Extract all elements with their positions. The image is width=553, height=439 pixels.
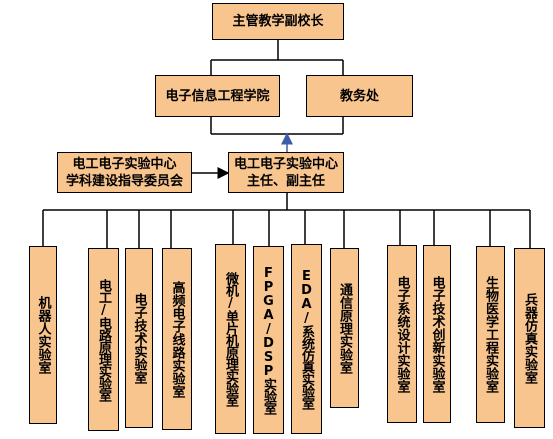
lab-innovation: 电子技术创新实验室 — [423, 245, 451, 423]
lab-label: 微机/单片机原理实验室 — [223, 272, 238, 406]
lab-label: 电子系统设计实验室 — [394, 275, 410, 393]
lab-biomedical: 生物医学工程实验室 — [476, 246, 505, 423]
lab-label: FPGA/DSP实验室 — [261, 266, 276, 414]
lab-label: 电工/电路原理实验室 — [96, 278, 111, 401]
committee-label-line2: 学科建设指导委员会 — [65, 173, 183, 189]
center-label-line1: 电工电子实验中心 — [233, 156, 338, 172]
lab-label: 电子技术实验室 — [131, 292, 147, 384]
lab-weapon-simulation: 兵器仿真实验室 — [514, 248, 545, 428]
college-box: 电子信息工程学院 — [155, 75, 280, 117]
vice-principal-label: 主管教学副校长 — [232, 14, 324, 29]
academic-affairs-box: 教务处 — [306, 75, 413, 117]
lab-electronic-system-design: 电子系统设计实验室 — [387, 245, 417, 423]
lab-label: 通信原理实验室 — [337, 282, 352, 374]
lab-fpga-dsp: FPGA/DSP实验室 — [253, 246, 284, 434]
lab-microcomputer: 微机/单片机原理实验室 — [215, 244, 246, 434]
lab-label: 高频电子线路实验室 — [169, 280, 185, 398]
lab-label: 电子技术创新实验室 — [429, 275, 445, 393]
center-director-box: 电工电子实验中心 主任、副主任 — [228, 152, 344, 193]
vice-principal-box: 主管教学副校长 — [212, 3, 344, 40]
lab-label: 生物医学工程实验室 — [483, 276, 498, 393]
center-label-line2: 主任、副主任 — [246, 173, 325, 189]
lab-label: EDA/系统仿真实验室 — [299, 269, 314, 409]
lab-eda-simulation: EDA/系统仿真实验室 — [291, 244, 322, 434]
lab-label: 兵器仿真实验室 — [522, 292, 537, 384]
committee-label-line1: 电工电子实验中心 — [72, 156, 177, 172]
lab-label: 机器人实验室 — [35, 296, 51, 374]
academic-affairs-label: 教务处 — [339, 88, 379, 104]
committee-box: 电工电子实验中心 学科建设指导委员会 — [57, 152, 192, 193]
lab-high-frequency: 高频电子线路实验室 — [162, 248, 192, 430]
lab-communication: 通信原理实验室 — [330, 248, 359, 408]
college-label: 电子信息工程学院 — [165, 88, 270, 104]
lab-circuit-principle: 电工/电路原理实验室 — [88, 248, 119, 431]
lab-electronic-technology: 电子技术实验室 — [125, 248, 153, 428]
lab-robot: 机器人实验室 — [29, 246, 57, 424]
